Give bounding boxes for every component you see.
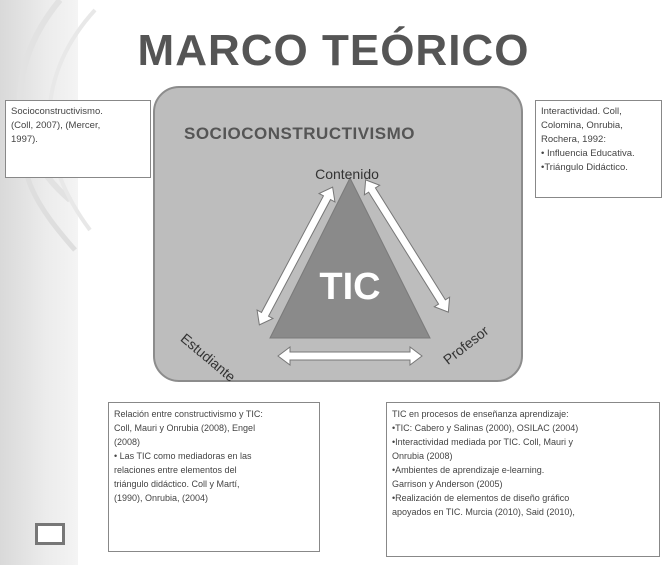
note-line: Relación entre constructivismo y TIC:	[114, 409, 263, 419]
side-decoration-band	[0, 0, 78, 565]
note-line: Rochera, 1992:	[541, 134, 606, 145]
note-line: (Coll, 2007), (Mercer,	[11, 120, 101, 131]
double-arrow-right	[363, 179, 451, 313]
note-top-right: Interactividad. Coll, Colomina, Onrubia,…	[535, 100, 662, 198]
note-line: •Realización de elementos de diseño gráf…	[392, 493, 570, 503]
note-line: •TIC: Cabero y Salinas (2000), OSILAC (2…	[392, 423, 579, 433]
note-top-left: Socioconstructivismo. (Coll, 2007), (Mer…	[5, 100, 151, 178]
note-line: apoyados en TIC. Murcia (2010), Said (20…	[392, 507, 575, 517]
note-line: relaciones entre elementos del	[114, 465, 237, 475]
note-bottom-right: TIC en procesos de enseñanza aprendizaje…	[386, 402, 660, 557]
double-arrow-left	[256, 186, 336, 326]
note-line: 1997).	[11, 134, 38, 145]
vertex-label-contenido: Contenido	[315, 166, 379, 182]
note-line: Interactividad. Coll,	[541, 106, 622, 117]
note-line: triángulo didáctico. Coll y Martí,	[114, 479, 240, 489]
note-line: •Ambientes de aprendizaje e-learning.	[392, 465, 545, 475]
note-line: Colomina, Onrubia,	[541, 120, 623, 131]
panel-title: SOCIOCONSTRUCTIVISMO	[184, 124, 416, 143]
note-line: Coll, Mauri y Onrubia (2008), Engel	[114, 423, 256, 433]
note-line: Onrubia (2008)	[392, 451, 453, 461]
triangle-shape	[269, 176, 431, 339]
note-line: Socioconstructivismo.	[11, 106, 103, 117]
note-line: TIC en procesos de enseñanza aprendizaje…	[392, 409, 569, 419]
note-line: • Influencia Educativa.	[541, 148, 635, 159]
slide-title: MARCO TEÓRICO	[137, 26, 530, 75]
note-line: •Interactividad mediada por TIC. Coll, M…	[392, 437, 574, 447]
didactic-triangle-diagram	[256, 176, 451, 366]
note-line: (1990), Onrubia, (2004)	[114, 493, 209, 503]
note-line: (2008)	[114, 437, 141, 447]
note-line: •Triángulo Didáctico.	[541, 162, 628, 173]
note-line: Garrison y Anderson (2005)	[392, 479, 503, 489]
note-bottom-left: Relación entre constructivismo y TIC: Co…	[108, 402, 320, 552]
slide-nav-button[interactable]	[35, 523, 65, 545]
note-line: • Las TIC como mediadoras en las	[114, 451, 252, 461]
center-label-tic: TIC	[319, 266, 381, 308]
double-arrow-bottom	[277, 346, 423, 366]
